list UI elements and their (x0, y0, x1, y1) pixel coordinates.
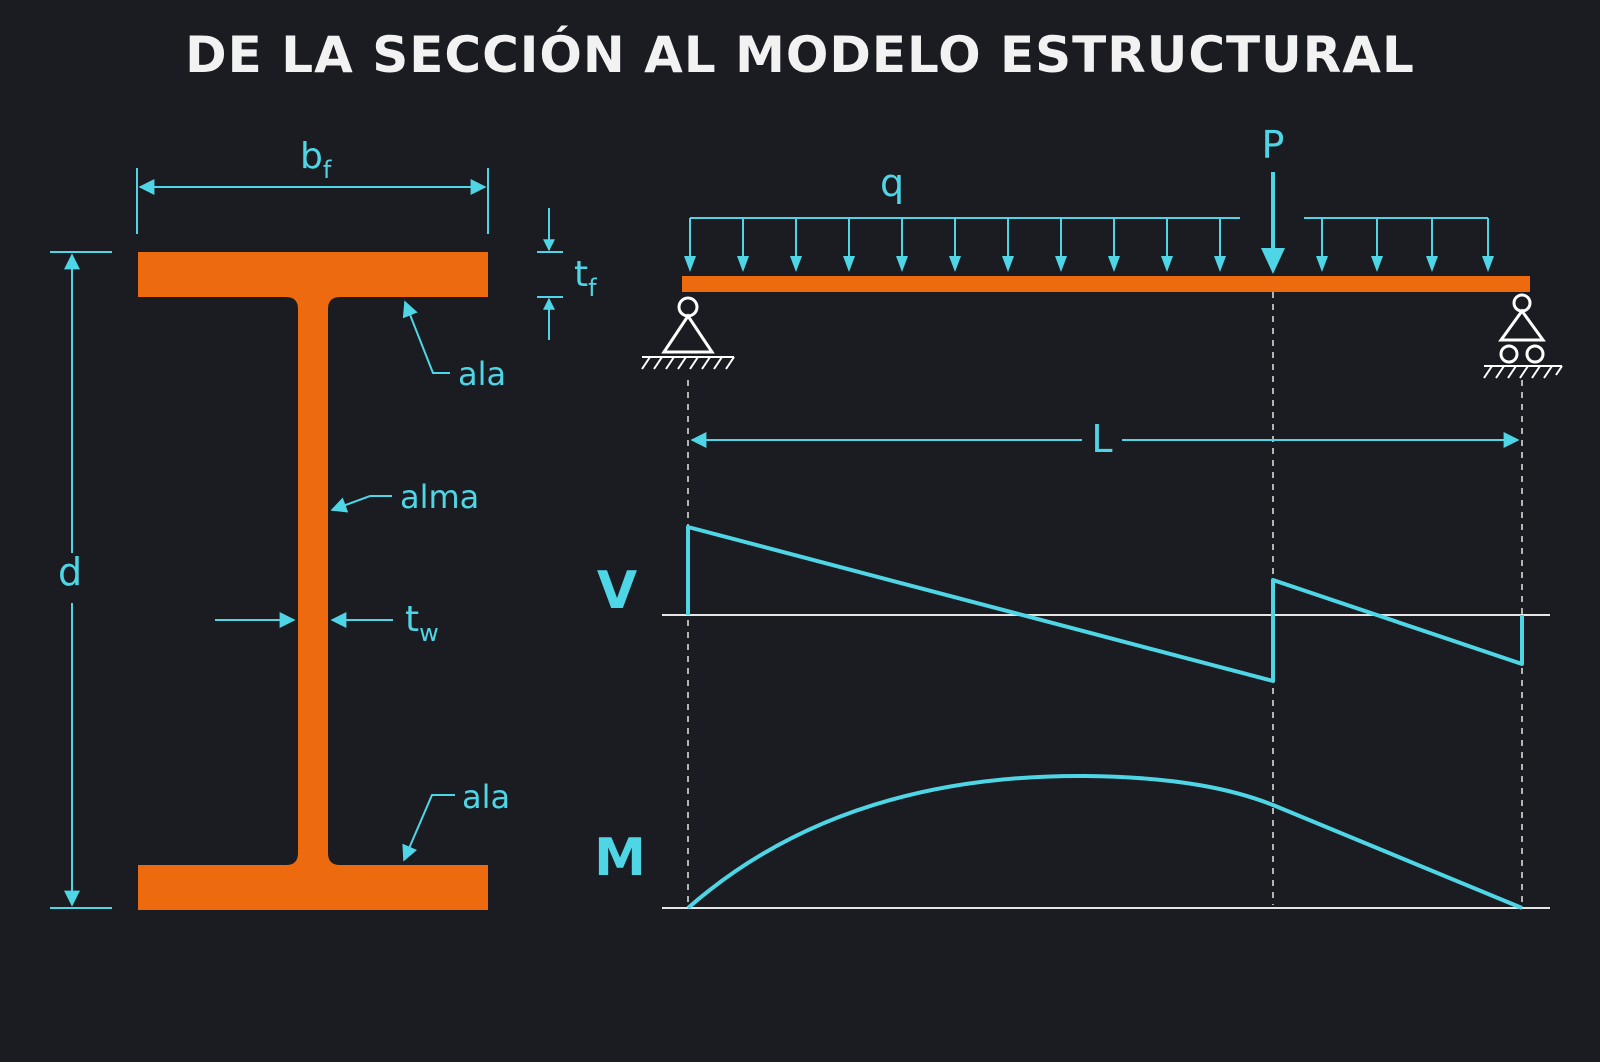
load-arrow-head (1371, 256, 1383, 272)
point-load-label: P (1262, 123, 1285, 167)
top-flange-label: ala (458, 355, 506, 393)
beam (682, 276, 1530, 292)
load-arrow-head (1482, 256, 1494, 272)
moment-diagram: M (594, 773, 1550, 910)
web-thickness-dimension: tw (215, 599, 439, 647)
roller-support (1483, 293, 1563, 379)
load-arrow-head (1316, 256, 1328, 272)
flange-thickness-dimension: tf (537, 208, 597, 340)
span-label: L (1091, 417, 1112, 461)
load-arrow-head (1055, 256, 1067, 272)
i-beam-shape (138, 252, 488, 910)
load-arrow-head (737, 256, 749, 272)
distributed-load: q (684, 161, 1494, 272)
web-callout: alma (330, 478, 479, 516)
distributed-load-label: q (880, 161, 904, 205)
moment-curve (686, 773, 1523, 910)
load-arrow-head (1002, 256, 1014, 272)
top-flange-callout: ala (402, 300, 506, 393)
point-load: P (1261, 123, 1285, 274)
depth-label: d (58, 550, 82, 594)
shear-label: V (597, 561, 637, 621)
bottom-flange-label: ala (462, 778, 510, 816)
load-arrow-head (790, 256, 802, 272)
load-arrow-head (843, 256, 855, 272)
load-arrow-head (949, 256, 961, 272)
flange-width-dimension: bf (136, 136, 489, 234)
flange-width-label: bf (300, 136, 332, 184)
moment-label: M (594, 828, 646, 888)
shear-diagram: V (597, 525, 1550, 683)
depth-dimension: d (50, 251, 112, 909)
pin-support (641, 296, 735, 370)
span-dimension: L (690, 417, 1520, 461)
bottom-flange-callout: ala (402, 778, 510, 862)
load-arrow-head (896, 256, 908, 272)
page-title: DE LA SECCIÓN AL MODELO ESTRUCTURAL (185, 25, 1415, 84)
web-thickness-label: tw (405, 599, 439, 647)
flange-thickness-label: tf (574, 254, 597, 302)
shear-curve (686, 525, 1524, 683)
i-section (138, 252, 488, 910)
web-label: alma (400, 478, 479, 516)
load-arrow-head (1108, 256, 1120, 272)
load-arrow-head (1426, 256, 1438, 272)
load-arrow-head (684, 256, 696, 272)
load-arrow-head (1161, 256, 1173, 272)
load-arrow-head (1214, 256, 1226, 272)
